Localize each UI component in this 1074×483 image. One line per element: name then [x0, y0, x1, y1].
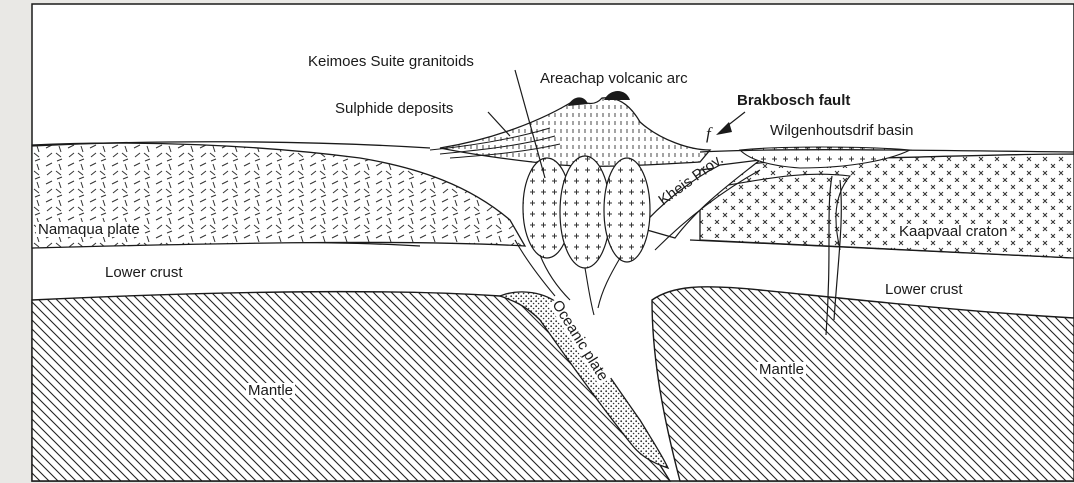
kaapvaal-craton-label: Kaapvaal craton [897, 224, 1009, 239]
keimoes-suite-label: Keimoes Suite granitoids [308, 54, 474, 69]
fault-symbol: f [706, 125, 711, 142]
mantle-right-label: Mantle [757, 362, 806, 377]
mantle-right-region [652, 287, 1074, 481]
kaapvaal-craton-region [700, 154, 1074, 258]
areachap-arc-label: Areachap volcanic arc [540, 71, 688, 86]
namaqua-plate-label: Namaqua plate [36, 222, 142, 237]
lower-crust-left-label: Lower crust [105, 265, 183, 280]
brakbosch-fault-label: Brakbosch fault [737, 93, 850, 108]
pluton-3 [604, 158, 650, 262]
mantle-left-label: Mantle [246, 383, 295, 398]
pluton-2 [560, 156, 610, 268]
sulphide-deposits-label: Sulphide deposits [335, 101, 453, 116]
wilgenhoutsdrif-basin-label: Wilgenhoutsdrif basin [770, 123, 913, 138]
lower-crust-right-label: Lower crust [885, 282, 963, 297]
